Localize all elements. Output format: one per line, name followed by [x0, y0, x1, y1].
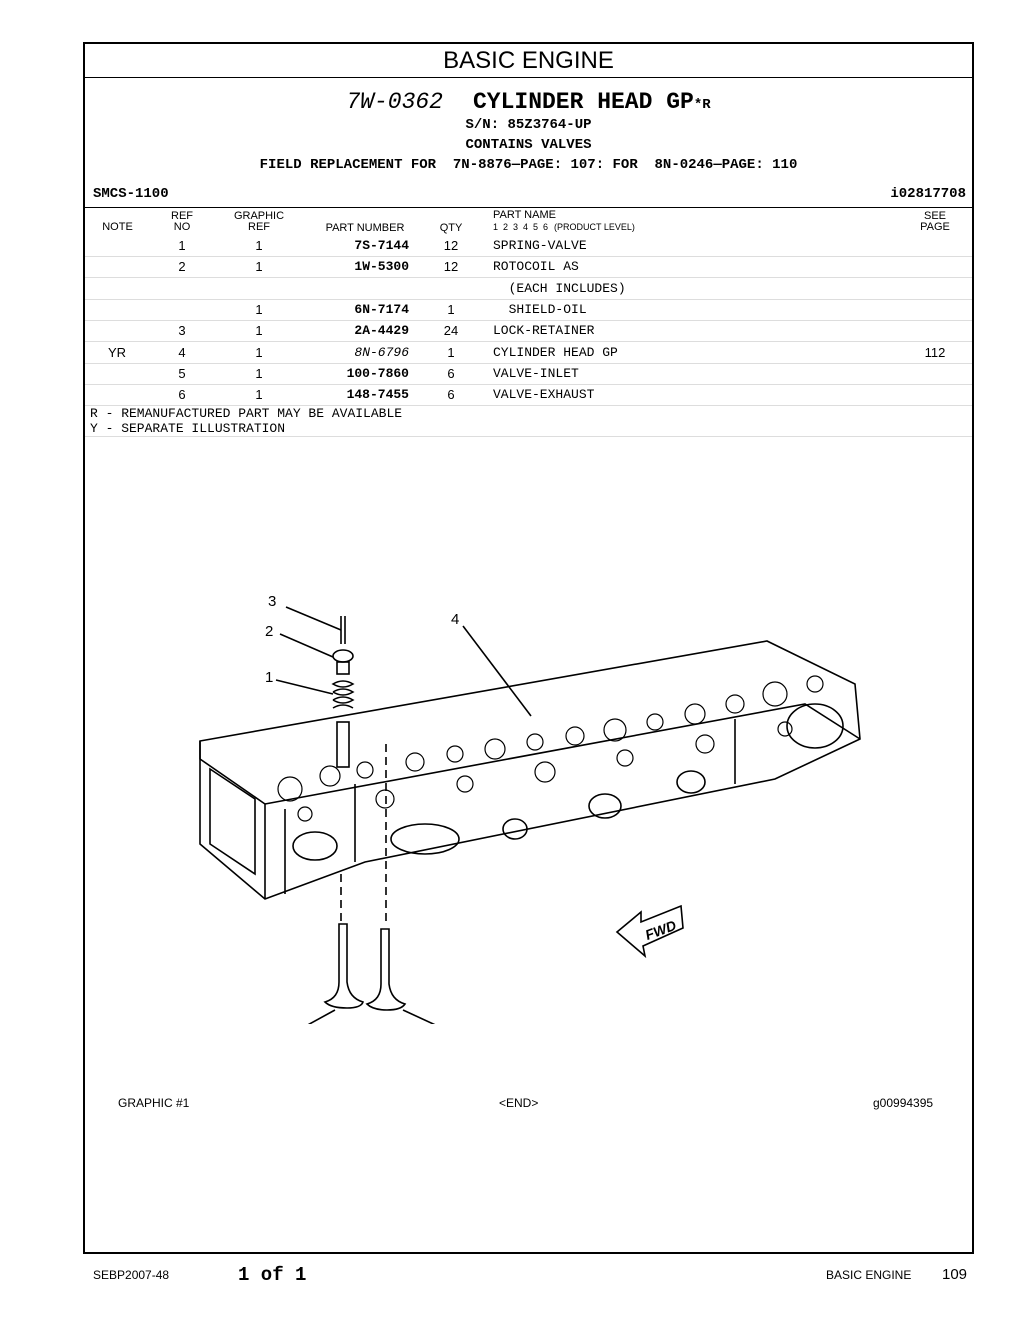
cylinder-head-illustration: 3 2 1 4 6 5 FWD — [199, 593, 861, 1024]
group-part-number: 7W-0362 — [346, 89, 443, 115]
table-header-rule — [85, 207, 972, 208]
qty-cell: 6 — [447, 365, 455, 381]
table-row: 6 1 148-7455 6 VALVE-EXHAUST — [85, 384, 972, 407]
part-number-cell: 8N-6796 — [354, 344, 409, 360]
col-graphic-ref: GRAPHIC REF — [225, 211, 293, 233]
ref-no-cell: 4 — [178, 344, 186, 360]
col-qty: QTY — [439, 222, 463, 234]
col-ref-no: REF NO — [165, 211, 199, 233]
table-row: YR 4 1 8N-6796 1 CYLINDER HEAD GP 112 — [85, 342, 972, 364]
ref-no-cell: 6 — [178, 387, 186, 403]
part-name-cell: CYLINDER HEAD GP — [493, 344, 618, 360]
graphic-id: g00994395 — [873, 1096, 934, 1110]
part-number-cell: 2A-4429 — [354, 323, 409, 339]
footer-page-of: 1 of 1 — [238, 1264, 307, 1286]
qty-cell: 1 — [447, 344, 455, 360]
qty-cell: 6 — [447, 387, 455, 403]
graphic-ref-cell: 1 — [255, 344, 263, 360]
footer-page-number: 109 — [942, 1266, 968, 1283]
part-name-cell: SPRING-VALVE — [493, 238, 587, 253]
graphic-ref-cell: 1 — [255, 323, 263, 339]
qty-cell: 12 — [443, 259, 459, 275]
contains-note: CONTAINS VALVES — [465, 137, 592, 153]
group-flags: *R — [693, 97, 711, 113]
part-number-cell: 148-7455 — [346, 387, 409, 403]
callout-4: 4 — [451, 611, 459, 628]
part-name-cell: VALVE-INLET — [493, 365, 579, 381]
table-row: 2 1 1W-5300 12 ROTOCOIL AS — [85, 256, 972, 279]
see-page-cell: 112 — [924, 344, 946, 360]
col-note: NOTE — [102, 221, 133, 233]
ref-no-cell: 3 — [178, 323, 186, 339]
field-replacement-note: FIELD REPLACEMENT FOR 7N-8876—PAGE: 107:… — [259, 157, 798, 173]
col-see-page-line2: PAGE — [920, 221, 950, 233]
group-name: CYLINDER HEAD GP — [472, 89, 694, 115]
part-number-cell: 7S-7144 — [354, 238, 409, 253]
legend-separate-illustration: Y - SEPARATE ILLUSTRATION — [90, 421, 286, 436]
graphic-ref-cell: 1 — [255, 238, 263, 253]
note-cell: YR — [107, 344, 127, 360]
qty-cell: 1 — [447, 301, 455, 317]
col-part-number: PART NUMBER — [325, 222, 405, 234]
qty-cell: 24 — [443, 323, 459, 339]
graphic-ref-cell: 1 — [255, 301, 263, 317]
col-see-page: SEE PAGE — [915, 211, 955, 233]
footer-doc-number: SEBP2007-48 — [93, 1268, 170, 1282]
graphic-ref-cell: 1 — [255, 365, 263, 381]
callout-1: 1 — [265, 669, 273, 686]
col-part-name: PART NAME — [493, 209, 556, 221]
ref-no-cell: 1 — [178, 238, 186, 253]
legend-rule — [85, 436, 972, 437]
part-name-cell: VALVE-EXHAUST — [493, 387, 595, 403]
callout-3: 3 — [268, 593, 276, 610]
table-row: (EACH INCLUDES) — [85, 278, 972, 300]
legend: R - REMANUFACTURED PART MAY BE AVAILABLE… — [90, 406, 402, 436]
table-row: 5 1 100-7860 6 VALVE-INLET — [85, 363, 972, 385]
part-number-cell: 6N-7174 — [354, 301, 409, 317]
part-number-cell: 100-7860 — [346, 365, 409, 381]
table-row: 1 1 7S-7144 12 SPRING-VALVE — [85, 235, 972, 257]
part-name-cell: SHIELD-OIL — [493, 301, 587, 317]
illustration-id: i02817708 — [890, 186, 966, 202]
graphic-ref-cell: 1 — [255, 259, 263, 275]
graphic-ref-cell: 1 — [255, 387, 263, 403]
ref-no-cell: 2 — [178, 259, 186, 275]
footer-section: BASIC ENGINE — [826, 1268, 912, 1282]
serial-number: S/N: 85Z3764-UP — [465, 117, 592, 133]
callout-2: 2 — [265, 623, 273, 640]
fwd-label: FWD — [643, 917, 678, 943]
graphic-label: GRAPHIC #1 — [118, 1096, 190, 1110]
part-name-cell: ROTOCOIL AS — [493, 259, 579, 275]
product-level-numbers: 1 2 3 4 5 6 — [493, 222, 549, 232]
end-marker: <END> — [499, 1096, 539, 1110]
product-level-label: (PRODUCT LEVEL) — [554, 222, 635, 232]
smcs-code: SMCS-1100 — [93, 186, 169, 202]
table-row: 1 6N-7174 1 SHIELD-OIL — [85, 299, 972, 321]
section-title: BASIC ENGINE — [85, 44, 972, 78]
qty-cell: 12 — [443, 238, 459, 253]
table-row: 3 1 2A-4429 24 LOCK-RETAINER — [85, 320, 972, 343]
col-ref-no-line2: NO — [173, 221, 191, 233]
col-graphic-ref-line2: REF — [248, 221, 270, 233]
ref-no-cell: 5 — [178, 365, 186, 381]
col-see-page-line1: SEE — [923, 210, 946, 222]
group-title: 7W-0362 CYLINDER HEAD GP*R — [85, 89, 972, 115]
col-product-level: 1 2 3 4 5 6 (PRODUCT LEVEL) — [493, 222, 635, 232]
col-ref-no-line1: REF — [171, 210, 193, 222]
col-graphic-ref-line1: GRAPHIC — [233, 210, 285, 222]
part-name-cell: (EACH INCLUDES) — [493, 280, 626, 296]
legend-remanufactured: R - REMANUFACTURED PART MAY BE AVAILABLE — [90, 406, 403, 421]
part-name-cell: LOCK-RETAINER — [493, 323, 595, 339]
part-number-cell: 1W-5300 — [354, 259, 409, 275]
